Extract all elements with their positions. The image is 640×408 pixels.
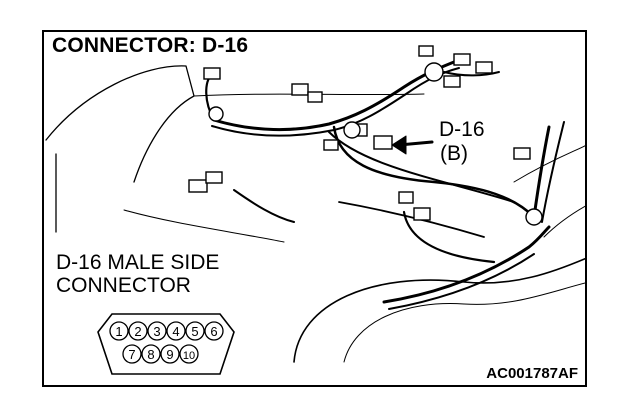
harness-long [328, 131, 515, 203]
harness-mid [402, 210, 496, 264]
harness-main-2 [211, 67, 460, 137]
fender-inner [343, 282, 585, 363]
male-side-label-2: CONNECTOR [56, 274, 191, 297]
pin-9 [160, 344, 180, 364]
diagram-title: CONNECTOR: D-16 [52, 34, 249, 57]
connector-block [398, 191, 414, 204]
connector-block [453, 53, 471, 66]
panel-right [513, 145, 585, 183]
connector-block [513, 147, 531, 160]
pin-10 [179, 344, 199, 364]
callout-arrowhead [391, 135, 407, 155]
harness-down [332, 125, 536, 219]
pin-label-9: 9 [166, 347, 173, 362]
grommet [343, 121, 361, 139]
pin-2 [128, 321, 148, 341]
fender-arch [293, 257, 585, 363]
connector-d16-b [373, 135, 393, 150]
pin-4 [166, 321, 186, 341]
connector-block [323, 139, 339, 151]
pin-label-5: 5 [191, 324, 198, 339]
pin-label-1: 1 [115, 324, 122, 339]
connector-block [475, 61, 493, 74]
panel-curve-right [543, 205, 585, 238]
grommet [208, 106, 224, 122]
pin-label-8: 8 [147, 347, 154, 362]
pin-3 [147, 321, 167, 341]
pin-label-3: 3 [153, 324, 160, 339]
harness-lower [233, 189, 295, 223]
harness-floor [382, 225, 551, 304]
grommet [525, 208, 543, 226]
harness-main [212, 60, 456, 132]
harness-cross [338, 201, 485, 238]
connector-block [205, 171, 223, 184]
pin-7 [122, 344, 142, 364]
grommet [424, 62, 444, 82]
connector-block [443, 75, 461, 88]
pin-8 [141, 344, 161, 364]
callout-label-b: (B) [440, 142, 468, 165]
connector-block [307, 91, 323, 103]
connector-block [413, 207, 431, 221]
connector-block [188, 179, 208, 193]
pin-1 [109, 321, 129, 341]
callout-label-d16: D-16 [439, 118, 485, 141]
harness-top-right [443, 71, 500, 77]
harness-pillar [532, 125, 551, 219]
panel-outline-left [45, 65, 195, 183]
male-side-label: D-16 MALE SIDE [56, 251, 220, 274]
pin-label-4: 4 [172, 324, 179, 339]
connector-block [418, 45, 434, 57]
pin-label-10: 10 [183, 350, 195, 362]
sidepanel-line [123, 209, 285, 243]
connector-block [203, 67, 221, 80]
pin-5 [185, 321, 205, 341]
pin-label-6: 6 [210, 324, 217, 339]
pin-label-2: 2 [134, 324, 141, 339]
figure-code: AC001787AF [486, 365, 578, 382]
pin-label-7: 7 [128, 347, 135, 362]
harness-floor-2 [388, 253, 535, 310]
harness-pillar-2 [541, 121, 565, 223]
connector-block [291, 83, 309, 96]
pin-6 [204, 321, 224, 341]
